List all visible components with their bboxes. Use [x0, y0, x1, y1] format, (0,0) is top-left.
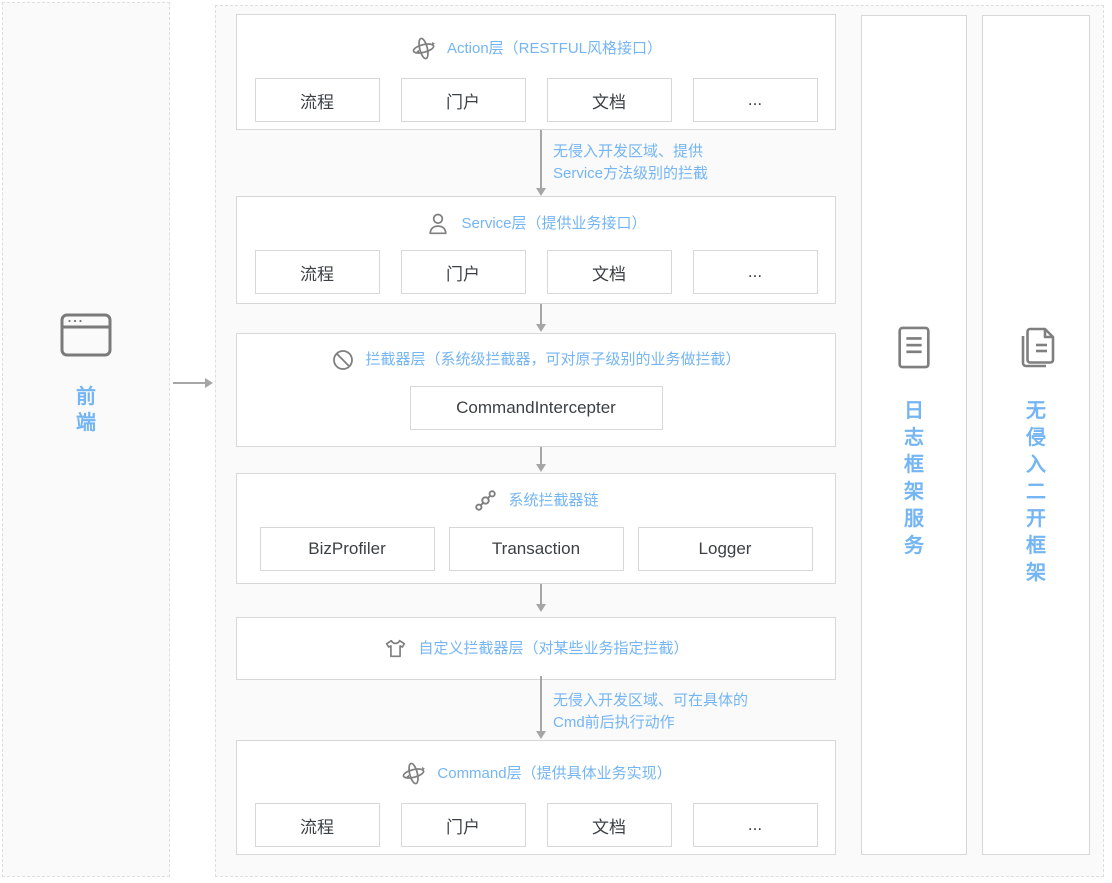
frontend-to-backend-arrow: [173, 378, 213, 388]
module-box: 门户: [400, 250, 526, 294]
chain-icon: [473, 488, 498, 513]
interception-note-top: 无侵入开发区域、提供 Service方法级别的拦截: [553, 143, 709, 182]
module-box: BizProfiler: [259, 527, 435, 571]
layer-interceptor: 拦截器层（系统级拦截器，可对原子级别的业务做拦截） CommandInterce…: [236, 333, 836, 447]
prohibit-icon: [331, 348, 355, 372]
layer-interceptor-chain-title: 系统拦截器链: [508, 491, 599, 509]
browser-window-icon: [3, 311, 169, 359]
noninvasive-framework-column: 无侵入二开框架: [982, 15, 1090, 855]
layer-interceptor-chain: 系统拦截器链 BizProfiler Transaction Logger: [236, 473, 836, 584]
rotate-3d-icon: [400, 760, 427, 787]
layer-service: Service层（提供业务接口） 流程 门户 文档 ...: [236, 196, 836, 304]
module-box: 门户: [400, 803, 526, 847]
module-box: 文档: [546, 803, 672, 847]
module-box: 文档: [546, 78, 672, 122]
module-box: 文档: [546, 250, 672, 294]
module-box: 流程: [254, 78, 380, 122]
layer-command: Command层（提供具体业务实现） 流程 门户 文档 ...: [236, 740, 836, 855]
flow-arrow-down: [536, 304, 546, 332]
layer-custom-interceptor: 自定义拦截器层（对某些业务指定拦截）: [236, 617, 836, 680]
document-lines-icon: [893, 324, 935, 372]
module-box: Logger: [637, 527, 813, 571]
module-box: ...: [692, 803, 818, 847]
frontend-panel: 前端: [2, 2, 170, 877]
module-box: CommandIntercepter: [409, 386, 663, 430]
layer-custom-interceptor-title: 自定义拦截器层（对某些业务指定拦截）: [418, 639, 689, 657]
backend-panel: Action层（RESTFUL风格接口） 流程 门户 文档 ... 无侵入开发区…: [215, 5, 1104, 877]
flow-arrow-down: [536, 584, 546, 612]
module-box: Transaction: [448, 527, 624, 571]
module-box: 流程: [254, 250, 380, 294]
flow-arrow-down: [536, 130, 546, 196]
tshirt-icon: [383, 636, 408, 661]
frontend-label: 前端: [76, 386, 96, 434]
flow-arrow-down: [536, 676, 546, 739]
module-box: 流程: [254, 803, 380, 847]
layer-service-title: Service层（提供业务接口）: [461, 215, 647, 232]
noninvasive-framework-label: 无侵入二开框架: [1026, 400, 1046, 584]
layer-command-title: Command层（提供具体业务实现）: [437, 764, 672, 782]
person-icon: [425, 211, 451, 237]
module-box: 门户: [400, 78, 526, 122]
module-box: ...: [692, 78, 818, 122]
documents-copy-icon: [1012, 324, 1060, 372]
interception-note-bottom: 无侵入开发区域、可在具体的 Cmd前后执行动作: [553, 692, 749, 731]
layer-action-title: Action层（RESTFUL风格接口）: [446, 39, 663, 57]
layer-action: Action层（RESTFUL风格接口） 流程 门户 文档 ...: [236, 14, 836, 130]
layer-interceptor-title: 拦截器层（系统级拦截器，可对原子级别的业务做拦截）: [365, 351, 741, 368]
log-framework-label: 日志框架服务: [904, 400, 924, 557]
module-box: ...: [692, 250, 818, 294]
flow-arrow-down: [536, 447, 546, 472]
rotate-3d-icon: [410, 35, 437, 62]
log-framework-column: 日志框架服务: [861, 15, 967, 855]
